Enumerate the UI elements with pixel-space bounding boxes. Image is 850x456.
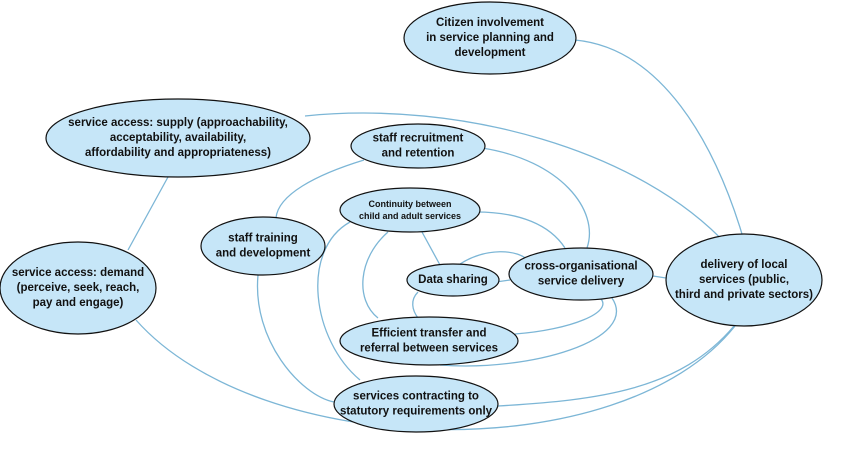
node-label-local-line-1: delivery of local [701, 259, 788, 271]
node-label-local-line-3: third and private sectors) [675, 289, 813, 301]
connector-line-8 [362, 231, 389, 319]
connector-line-3 [127, 176, 169, 251]
node-label-continuity-line-2: child and adult services [359, 211, 461, 221]
node-training: staff training and development [200, 216, 326, 276]
connector-line-2 [304, 112, 729, 247]
node-ellipse-recruitment [350, 123, 486, 169]
node-label-transfer-line-1: Efficient transfer and [371, 328, 486, 340]
node-label-training-line-1: staff training [228, 233, 298, 245]
node-label-supply-line-2: acceptability, availability, [110, 132, 246, 144]
node-label-contracting-line-1: services contracting to [353, 391, 479, 403]
node-ellipse-contracting [333, 375, 499, 433]
node-label-recruitment-line-2: and retention [382, 148, 455, 160]
connector-line-13 [256, 274, 335, 403]
node-label-demand-line-2: (perceive, seek, reach, [17, 282, 140, 294]
node-ellipse-transfer [339, 316, 519, 366]
connector-line-14 [514, 297, 604, 335]
connector-line-15 [439, 297, 617, 367]
node-label-citizen-line-1: Citizen involvement [436, 17, 544, 29]
node-label-recruitment-line-1: staff recruitment [373, 133, 464, 145]
connector-line-1 [574, 39, 746, 245]
node-demand: service access: demand (perceive, seek, r… [0, 241, 157, 335]
node-datasharing: Data sharing [406, 263, 500, 297]
node-ellipse-training [200, 216, 326, 276]
node-label-citizen-line-3: development [455, 47, 526, 59]
node-label-supply-line-3: affordability and appropriateness) [85, 147, 271, 159]
node-ellipse-demand [0, 241, 157, 335]
node-label-crossorg-line-2: service delivery [538, 276, 625, 288]
node-label-citizen-line-2: in service planning and [426, 32, 554, 44]
node-label-continuity-line-1: Continuity between [369, 199, 452, 209]
connector-line-5 [481, 147, 591, 249]
node-crossorg: cross-organisational service delivery [508, 247, 654, 301]
node-label-demand-line-1: service access: demand [12, 267, 144, 279]
connector-line-10 [412, 291, 419, 319]
connector-line-6 [475, 211, 566, 249]
node-citizen: Citizen involvement in service planning a… [403, 1, 577, 75]
node-label-contracting-line-2: statutory requirements only [340, 406, 493, 418]
node-label-datasharing-line-1: Data sharing [418, 274, 488, 286]
node-local: delivery of local services (public, third … [665, 233, 823, 327]
connector-line-9 [317, 221, 361, 381]
node-ellipse-datasharing [406, 263, 500, 297]
connector-line-7 [421, 231, 441, 266]
node-supply: service access: supply (approachability,… [45, 98, 311, 178]
node-contracting: services contracting to statutory require… [333, 375, 499, 433]
node-label-local-line-2: services (public, [699, 274, 789, 286]
node-ellipse-citizen [403, 1, 577, 75]
node-ellipse-continuity [339, 187, 481, 233]
node-label-crossorg-line-1: cross-organisational [524, 261, 637, 273]
node-ellipse-local [665, 233, 823, 327]
node-layer: Citizen involvement in service planning a… [0, 1, 823, 433]
node-recruitment: staff recruitment and retention [350, 123, 486, 169]
node-continuity: Continuity between child and adult servic… [339, 187, 481, 233]
node-transfer: Efficient transfer and referral between s… [339, 316, 519, 366]
node-ellipse-crossorg [508, 247, 654, 301]
connector-line-4 [275, 159, 365, 219]
node-label-transfer-line-2: referral between services [360, 343, 498, 355]
node-label-training-line-2: and development [216, 248, 311, 260]
node-label-supply-line-1: service access: supply (approachability, [68, 117, 288, 129]
connector-line-16 [652, 275, 667, 279]
node-label-demand-line-3: pay and engage) [33, 297, 124, 309]
connector-line-17 [497, 325, 735, 407]
node-ellipse-supply [45, 98, 311, 178]
